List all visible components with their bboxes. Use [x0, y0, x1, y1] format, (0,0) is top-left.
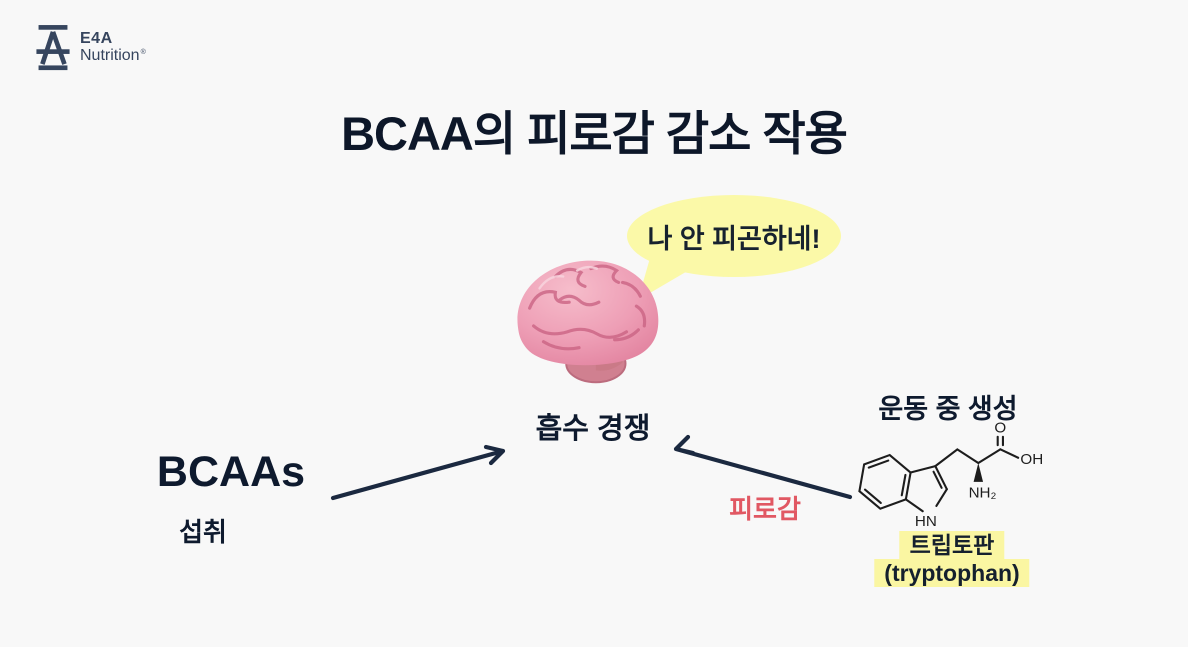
- speech-bubble-text: 나 안 피곤하네!: [647, 223, 821, 254]
- produced-during-exercise-label: 운동 중 생성: [878, 394, 1018, 424]
- fatigue-label: 피로감: [729, 494, 801, 524]
- bcaas-label: BCAAs: [156, 448, 306, 496]
- atom-label-oh: OH: [1020, 451, 1043, 468]
- tryptophan-to-competition-arrow: [673, 434, 853, 500]
- tryptophan-name-english: (tryptophan): [874, 559, 1030, 587]
- logo-brand-text: E4A: [80, 30, 113, 48]
- tryptophan-name: 트립토판 (tryptophan): [874, 531, 1030, 587]
- atom-label-hn: HN: [915, 513, 937, 530]
- atom-label-o: O: [994, 420, 1006, 437]
- page-title: BCAA의 피로감 감소 작용: [341, 107, 848, 161]
- intake-label: 섭취: [179, 517, 227, 547]
- atom-label-nh2: NH₂: [969, 485, 997, 502]
- speech-bubble: 나 안 피곤하네!: [627, 195, 841, 277]
- brain-icon: [517, 260, 659, 384]
- logo-name-text: Nutrition: [80, 47, 140, 64]
- e4a-logo-icon: [36, 25, 70, 71]
- registered-mark: ®: [140, 48, 146, 56]
- bcaa-to-competition-arrow: [330, 444, 506, 501]
- e4a-nutrition-logo: E4A Nutrition®: [36, 24, 146, 72]
- tryptophan-structure: O OH NH₂ HN: [858, 420, 1043, 530]
- tryptophan-name-korean: 트립토판: [899, 531, 1005, 559]
- absorption-competition-label: 흡수 경쟁: [535, 413, 651, 445]
